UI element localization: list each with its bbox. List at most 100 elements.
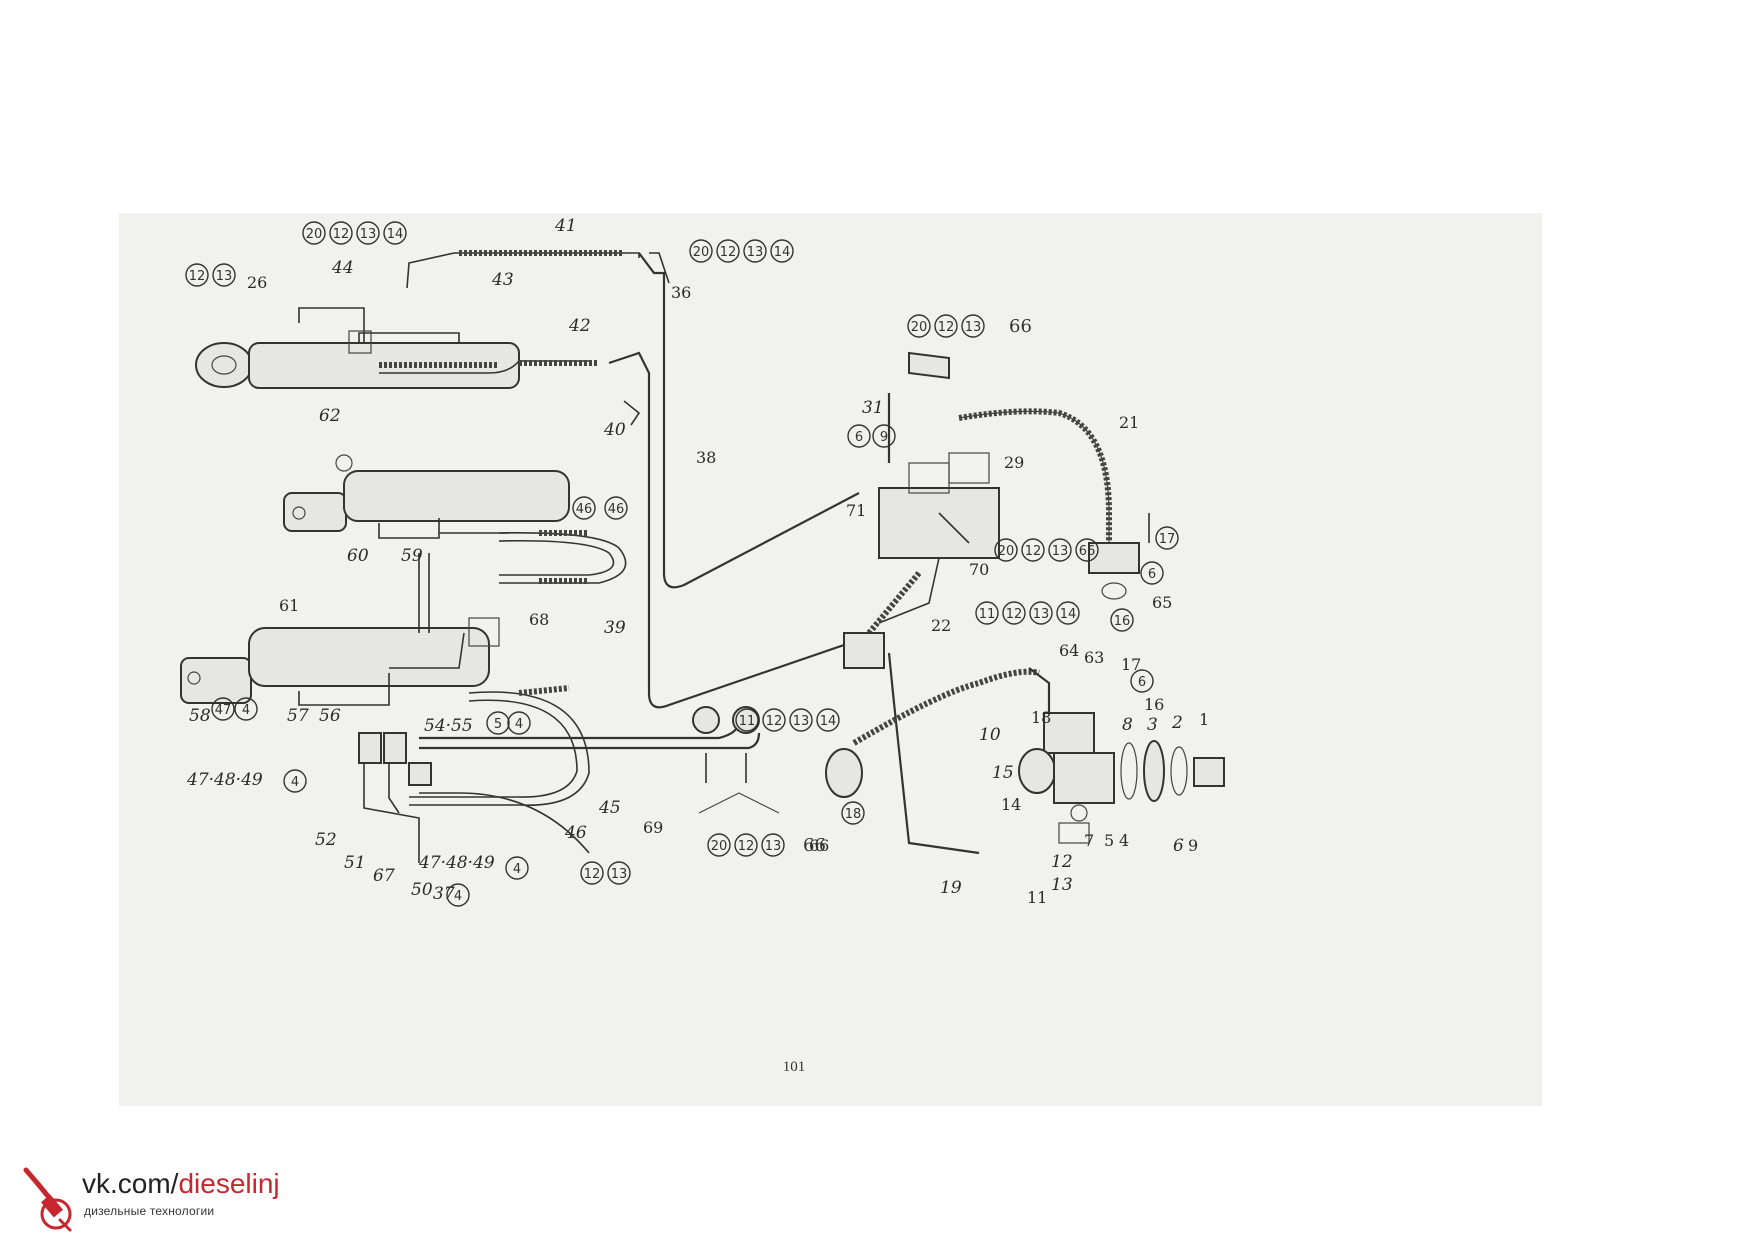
label-68: 68 <box>529 610 549 629</box>
hose-22 <box>866 571 922 635</box>
callout-circle <box>486 711 510 735</box>
label-38: 38 <box>696 448 716 467</box>
label-42: 42 <box>568 316 591 336</box>
callout-circle <box>572 496 596 520</box>
callout-circle <box>604 496 628 520</box>
pipe-69 <box>419 732 761 750</box>
callout-number: 12 <box>720 245 737 260</box>
callout-number: 14 <box>820 714 837 729</box>
label-46: 46 <box>564 823 587 843</box>
callout-circle <box>1029 601 1053 625</box>
label-12: 12 <box>1051 852 1073 872</box>
label-50: 50 <box>411 880 433 900</box>
callout-number: 20 <box>911 320 928 335</box>
label-4: 4 <box>1119 831 1129 850</box>
label-69: 69 <box>643 818 663 837</box>
label-14: 14 <box>1001 795 1021 814</box>
callout-circle <box>1110 608 1134 632</box>
injector-icon <box>23 1167 72 1232</box>
label-62: 62 <box>319 406 341 426</box>
callout-circle <box>872 424 896 448</box>
callout-circle <box>1140 561 1164 585</box>
callout-number: 13 <box>1052 544 1069 559</box>
label-43: 43 <box>491 270 514 290</box>
o-ring-16 <box>1101 582 1127 600</box>
label-37: 37 <box>433 884 455 904</box>
label-71: 71 <box>846 501 866 520</box>
callout-number: 5 <box>494 717 502 732</box>
callout-number: 13 <box>747 245 764 260</box>
watermark-url-prefix: vk.com/ <box>82 1168 179 1199</box>
label-52: 52 <box>315 830 337 850</box>
label-59: 59 <box>401 546 423 566</box>
callout-number: 11 <box>739 714 756 729</box>
callout-number: 13 <box>611 867 628 882</box>
callout-number: 13 <box>793 714 810 729</box>
callout-number: 20 <box>998 544 1015 559</box>
callout-number: 13 <box>965 320 982 335</box>
hose-lower-b <box>409 699 578 798</box>
callout-number: 12 <box>1006 607 1023 622</box>
callout-circle <box>707 833 731 857</box>
label-67: 67 <box>373 866 395 886</box>
label-17: 17 <box>1121 655 1141 674</box>
label-6: 6 <box>1173 836 1184 856</box>
label-22: 22 <box>931 616 951 635</box>
callout-number: 14 <box>1060 607 1077 622</box>
callout-suffix: 66 <box>803 835 826 856</box>
callout-circle <box>211 697 235 721</box>
callout-number: 12 <box>938 320 955 335</box>
label-41: 41 <box>554 216 577 236</box>
label-21: 21 <box>1119 413 1139 432</box>
callout-number: 4 <box>513 862 521 877</box>
flange-18 <box>825 748 863 798</box>
watermark-tagline: дизельные технологии <box>84 1204 215 1218</box>
callout-circle <box>1002 601 1026 625</box>
callout-number: 14 <box>774 245 791 260</box>
callout-number: 4 <box>454 889 462 904</box>
callout-number: 47 <box>215 703 232 718</box>
hose-10 <box>852 668 1040 746</box>
callout-number: 4 <box>242 703 250 718</box>
label-65: 65 <box>1152 593 1172 612</box>
callout-circle <box>507 711 531 735</box>
callout-circle <box>1048 538 1072 562</box>
callout-number: 4 <box>515 717 523 732</box>
label-31: 31 <box>862 398 884 418</box>
callout-number: 6 <box>855 430 863 445</box>
label-19: 19 <box>940 878 962 898</box>
label-57: 57 <box>287 706 309 726</box>
label-56: 56 <box>319 706 341 726</box>
watermark-url[interactable]: vk.com/dieselinj <box>82 1168 280 1200</box>
hose-lower-braid-a <box>518 685 570 696</box>
label-7: 7 <box>1084 831 1094 850</box>
label-45: 45 <box>598 798 621 818</box>
label-11: 11 <box>1027 888 1047 907</box>
callout-number: 13 <box>216 269 233 284</box>
label-47-48-49-a: 47·48·49 <box>186 770 263 790</box>
callout-circle <box>689 239 713 263</box>
callout-circle <box>761 833 785 857</box>
label-54-55: 54·55 <box>424 716 473 736</box>
callout-circle <box>580 861 604 885</box>
label-3: 3 <box>1147 715 1158 735</box>
callout-circle <box>770 239 794 263</box>
control-valve <box>878 351 1000 624</box>
scanned-diagram-sheet: 41 44 43 26 42 62 40 38 39 36 31 21 29 7… <box>119 213 1542 1106</box>
callout-number: 20 <box>711 839 728 854</box>
callout-circle <box>505 856 529 880</box>
label-1: 1 <box>1199 710 1209 729</box>
label-26: 26 <box>247 273 267 292</box>
label-47-48-49-b: 47·48·49 <box>418 853 495 873</box>
callout-circle <box>762 708 786 732</box>
callout-circle <box>734 833 758 857</box>
label-36: 36 <box>671 283 691 302</box>
callout-circle <box>234 697 258 721</box>
hose-21-edge <box>958 410 1110 543</box>
callout-circle <box>1056 601 1080 625</box>
callout-circle <box>383 221 407 245</box>
label-61: 61 <box>279 596 299 615</box>
watermark-url-accent: dieselinj <box>178 1168 280 1199</box>
label-60: 60 <box>347 546 369 566</box>
